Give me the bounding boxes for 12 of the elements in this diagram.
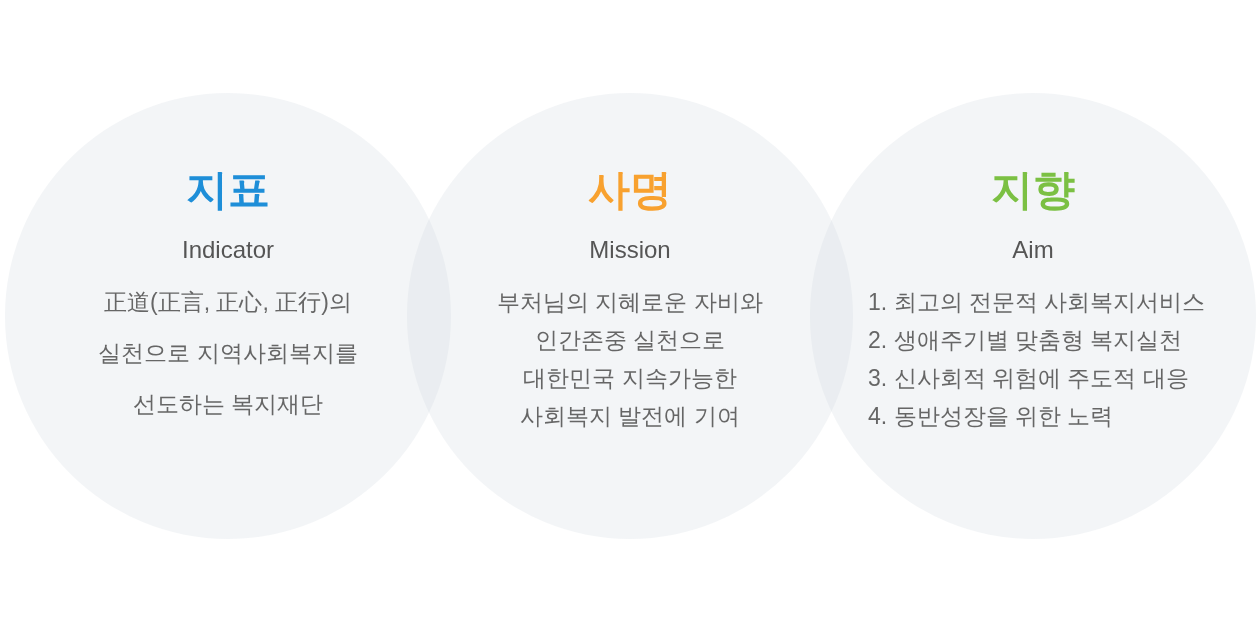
section-title: 사명 [588,167,672,213]
list-item: 2. 생애주기별 맞춤형 복지실천 [868,326,1183,355]
section-title: 지향 [991,167,1075,213]
section-subtitle: Indicator [181,235,275,265]
list-item: 3. 신사회적 위험에 주도적 대응 [868,364,1189,393]
list-item: 4. 동반성장을 위한 노력 [868,402,1114,431]
section-subtitle: Mission [589,235,671,265]
list-item: 1. 최고의 전문적 사회복지서비스 [868,288,1206,317]
section-description: 부처님의 지혜로운 자비와 인간존중 실천으로 대한민국 지속가능한 사회복지 발전에 기여 [496,288,764,431]
section-subtitle: Aim [1012,235,1054,265]
section-description: 正道(正言, 正心, 正行)의 실천으로 지역사회복지를 선도하는 복지재단 [97,287,359,419]
section-title: 지표 [186,167,270,213]
